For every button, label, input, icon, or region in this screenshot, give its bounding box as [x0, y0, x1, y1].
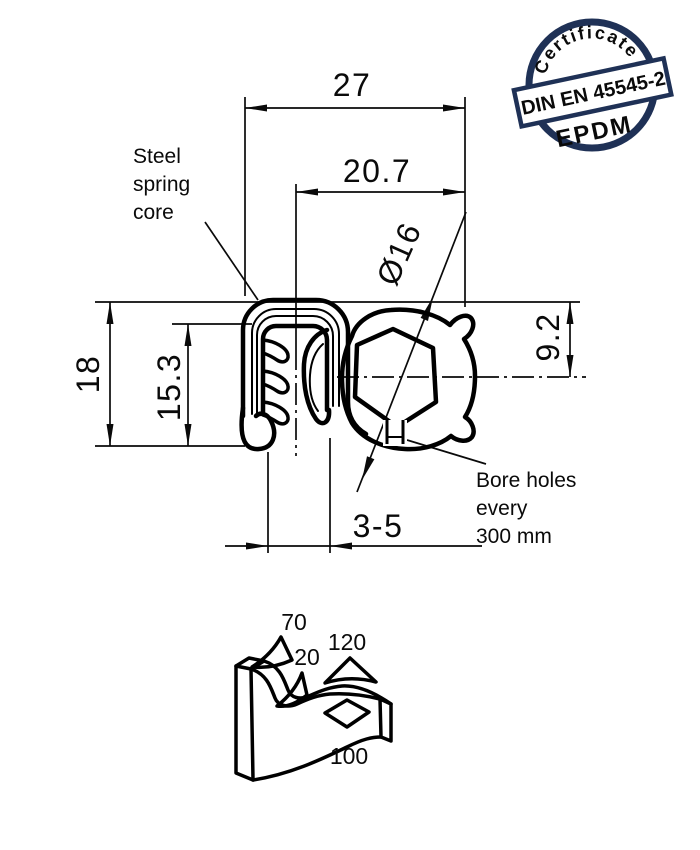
band-end-face: [378, 697, 393, 743]
dimension-18: 18: [70, 302, 114, 446]
bend-arrow-120-icon: [323, 656, 378, 685]
plate-front-edge: [249, 667, 255, 781]
steel-core-line-outer: [251, 308, 340, 415]
center-lines: [295, 348, 586, 456]
stamp-banner-box: [511, 55, 674, 130]
arrow-left-icon: [245, 104, 267, 112]
bend-radius-120: 120: [328, 629, 366, 655]
arrow-up-right-icon: [420, 297, 433, 321]
steel-core-line-inner: [256, 315, 334, 415]
arrow-down-icon: [184, 424, 192, 446]
bulb-outer-contour: [339, 307, 478, 452]
steel-core-label: Steel spring core: [133, 145, 190, 224]
arrow-left-icon: [296, 188, 318, 196]
dimension-9-2: 9.2: [530, 302, 574, 377]
bore-holes-leader-line: [406, 439, 487, 465]
plate-left-edge: [234, 664, 255, 782]
bend-arrow-100-icon: [323, 698, 371, 729]
arrow-right-icon: [443, 104, 465, 112]
bend-radius-20: 20: [294, 644, 320, 670]
arrow-up-icon: [566, 302, 574, 324]
certificate-stamp: Certificate DIN EN 45545-2 EPDM: [511, 18, 674, 153]
arrow-down-icon: [106, 424, 114, 446]
channel-inner-contour: [260, 323, 330, 415]
steel-core-label-line3: core: [133, 201, 174, 224]
dimension-3-5: 3-5: [225, 508, 482, 550]
band-bottom-sweep: [251, 735, 383, 782]
bending-radius-sketch: 70 20 120 100: [234, 609, 393, 782]
dim-text-20-7: 20.7: [343, 153, 411, 189]
steel-core-label-line1: Steel: [133, 145, 181, 168]
arrow-left-icon: [330, 542, 352, 550]
band-top-back-edge: [262, 659, 393, 706]
arrow-up-icon: [106, 302, 114, 324]
bend-arrow-20-icon: [275, 671, 309, 709]
dim-text-18: 18: [70, 355, 106, 394]
bore-holes-label-line2: every: [476, 497, 528, 520]
right-jaw-lip: [301, 327, 332, 426]
extension-lines: [95, 97, 580, 553]
right-jaw-lip-inner: [308, 343, 324, 412]
dim-text-9-2: 9.2: [530, 313, 566, 362]
arrow-down-left-icon: [362, 456, 375, 480]
arrow-down-icon: [566, 355, 574, 377]
dim-text-diameter-16: Ø16: [369, 217, 428, 291]
hexagon-hole: [352, 326, 439, 430]
arrow-up-icon: [184, 324, 192, 346]
bend-radius-70: 70: [281, 609, 307, 635]
steel-core-leader-line: [204, 221, 259, 301]
bend-arrow-70-icon: [250, 635, 294, 670]
dim-text-15-3: 15.3: [151, 353, 187, 421]
grip-tooth-3: [261, 400, 290, 426]
grip-tooth-2: [261, 369, 290, 395]
bore-holes-label-line1: Bore holes: [476, 469, 576, 492]
steel-core-label-line2: spring: [133, 173, 190, 196]
bore-hole-mark: [383, 420, 407, 446]
dimension-20-7: 20.7: [296, 153, 465, 196]
grip-tooth-1: [261, 338, 290, 364]
dim-text-3-5: 3-5: [353, 508, 404, 544]
dimension-27: 27: [245, 67, 465, 112]
dimension-15-3: 15.3: [151, 324, 192, 446]
diameter-leader-line: [356, 211, 467, 493]
arrow-right-icon: [443, 188, 465, 196]
arrow-right-icon: [246, 542, 268, 550]
dim-text-27: 27: [333, 67, 372, 103]
bore-holes-label-line3: 300 mm: [476, 525, 552, 548]
seal-profile-section: [239, 297, 478, 452]
bend-radius-100: 100: [330, 743, 368, 769]
band-top-front-edge: [249, 667, 382, 708]
bore-holes-label: Bore holes every 300 mm: [476, 469, 576, 548]
